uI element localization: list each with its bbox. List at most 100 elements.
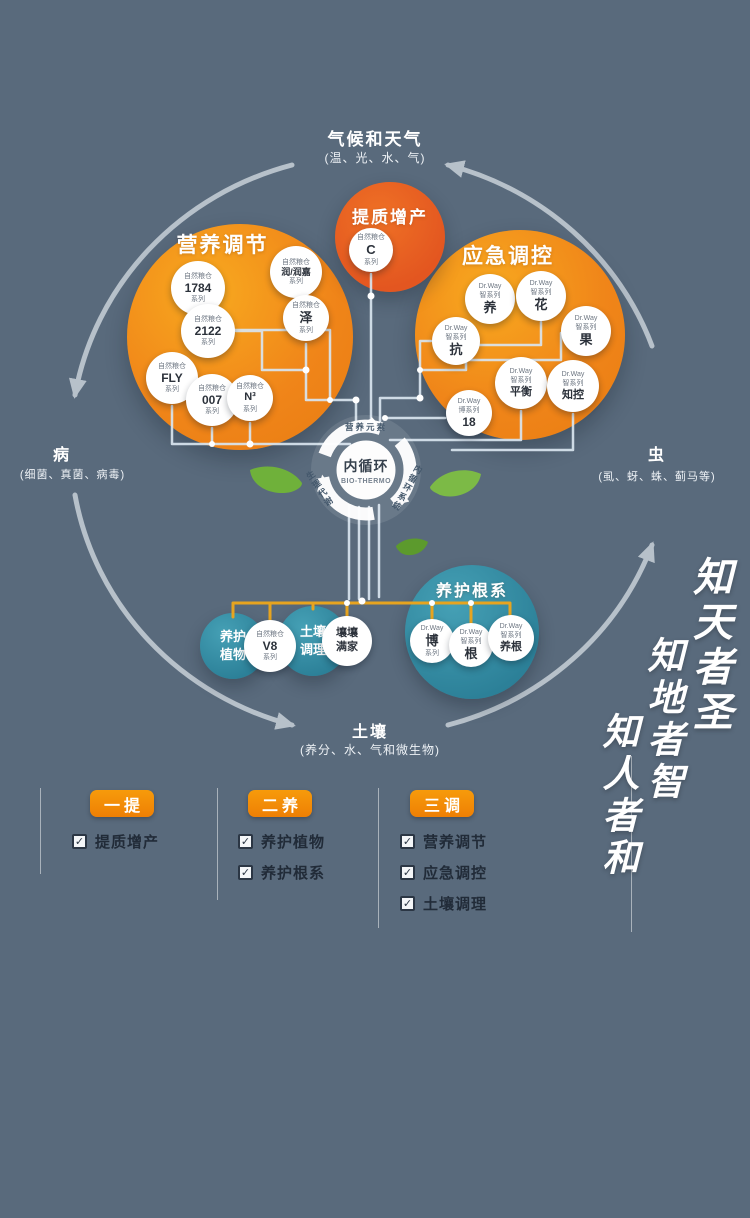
legend-item-label: 提质增产 bbox=[95, 834, 160, 851]
cycle-node-disease: 病 bbox=[52, 447, 71, 464]
product-brand: Dr.Way bbox=[457, 397, 481, 405]
legend-item: ✓ 营养调节 bbox=[400, 831, 550, 852]
product-brand: 自然粮仓 bbox=[184, 272, 212, 280]
product-brand: 自然粮仓 bbox=[357, 234, 385, 242]
product-circle-bo: Dr.Way 博 系列 bbox=[410, 619, 454, 663]
product-brand: 自然粮仓 bbox=[236, 383, 264, 391]
leaf-small-icon bbox=[396, 538, 428, 556]
product-suffix: 系列 bbox=[201, 339, 215, 347]
product-brand: 自然粮仓 bbox=[198, 384, 226, 392]
emergency-title: 应急调控 bbox=[462, 245, 554, 268]
product-circle-18: Dr.Way 博系列 18 bbox=[446, 390, 492, 436]
product-series: 智系列 bbox=[479, 292, 501, 300]
product-series: 智系列 bbox=[510, 377, 532, 385]
leaf-right-icon bbox=[430, 470, 481, 497]
legend-item: ✓ 提质增产 bbox=[72, 831, 222, 852]
quality-group-circle bbox=[335, 182, 445, 292]
legend-divider bbox=[40, 788, 41, 874]
product-series: 智系列 bbox=[460, 638, 482, 646]
cycle-arc-left-to-bottom bbox=[72, 492, 296, 730]
product-brand: 自然粮仓 bbox=[256, 630, 284, 638]
cycle-node-insect-subtitle: (虱、蚜、蛛、蓟马等) bbox=[598, 471, 716, 483]
product-brand: Dr.Way bbox=[529, 280, 553, 288]
product-suffix: 系列 bbox=[289, 278, 303, 286]
product-name: 抗 bbox=[449, 342, 463, 358]
product-name: 根 bbox=[464, 646, 478, 662]
checkbox-checked-icon: ✓ bbox=[400, 865, 415, 880]
product-circle-yanggen: Dr.Way 智系列 养根 bbox=[488, 615, 534, 661]
product-brand: 自然粮仓 bbox=[158, 362, 186, 370]
product-circle-pingheng: Dr.Way 智系列 平衡 bbox=[495, 357, 547, 409]
product-brand: 自然粮仓 bbox=[282, 258, 310, 266]
product-name: 养 bbox=[483, 300, 497, 316]
inner-cycle-subtitle: BIO-THERMO bbox=[340, 478, 392, 485]
cycle-node-soil-subtitle: (养分、水、气和微生物) bbox=[300, 743, 440, 757]
product-suffix: 系列 bbox=[165, 386, 179, 394]
product-circle-c: 自然粮仓 C 系列 bbox=[349, 228, 393, 272]
product-suffix: 系列 bbox=[263, 654, 277, 662]
legend-item-label: 养护植物 bbox=[261, 834, 326, 851]
legend-item-label: 营养调节 bbox=[423, 834, 488, 851]
product-name: N³ bbox=[244, 391, 256, 404]
product-circle-kang: Dr.Way 智系列 抗 bbox=[432, 317, 480, 365]
legend-item: ✓ 养护根系 bbox=[238, 862, 388, 883]
product-series: 智系列 bbox=[445, 334, 467, 342]
product-series: 智系列 bbox=[500, 632, 522, 640]
cycle-node-climate: 气候和天气 bbox=[327, 130, 423, 149]
product-name: 2122 bbox=[194, 323, 222, 338]
checkbox-checked-icon: ✓ bbox=[400, 896, 415, 911]
legend-item: ✓ 养护植物 bbox=[238, 831, 388, 852]
calligraphy-divider bbox=[631, 756, 632, 932]
checkbox-checked-icon: ✓ bbox=[400, 834, 415, 849]
product-name: 润/润嘉 bbox=[281, 266, 311, 277]
inner-cycle-label: 内循环 BIO-THERMO bbox=[336, 456, 396, 485]
legend-button-eryang: 二养 bbox=[248, 790, 312, 817]
checkbox-checked-icon: ✓ bbox=[238, 834, 253, 849]
product-brand: Dr.Way bbox=[509, 368, 533, 376]
product-circle-run-runjia: 自然粮仓 润/润嘉 系列 bbox=[270, 246, 322, 298]
product-suffix: 系列 bbox=[299, 326, 313, 334]
legend-section-santiao: 三调 ✓ 营养调节 ✓ 应急调控 ✓ 土壤调理 bbox=[400, 790, 550, 914]
product-circle-zhikong: Dr.Way 智系列 知控 bbox=[547, 360, 599, 412]
product-name: 泽 bbox=[299, 310, 313, 326]
quality-title: 提质增产 bbox=[352, 208, 428, 227]
product-name: V8 bbox=[262, 638, 278, 653]
product-brand: Dr.Way bbox=[478, 283, 502, 291]
calligraphy-line-1: 知天者圣 bbox=[686, 556, 733, 736]
cycle-node-insect: 虫 bbox=[647, 447, 666, 464]
product-name: 壤壤满家 bbox=[336, 627, 358, 653]
product-circle-n3: 自然粮仓 N³ 系列 bbox=[227, 375, 273, 421]
product-brand: Dr.Way bbox=[574, 315, 598, 323]
legend-section-eryang: 二养 ✓ 养护植物 ✓ 养护根系 bbox=[238, 790, 388, 883]
product-circle-ze: 自然粮仓 泽 系列 bbox=[283, 295, 329, 341]
product-circle-hua: Dr.Way 智系列 花 bbox=[516, 271, 566, 321]
legend-item-label: 土壤调理 bbox=[423, 896, 488, 913]
product-suffix: 系列 bbox=[205, 408, 219, 416]
product-suffix: 系列 bbox=[425, 649, 439, 657]
legend-item: ✓ 应急调控 bbox=[400, 862, 550, 883]
leaf-left-icon bbox=[250, 466, 302, 494]
product-name: 花 bbox=[534, 297, 548, 313]
product-circle-v8: 自然粮仓 V8 系列 bbox=[244, 620, 296, 672]
product-brand: Dr.Way bbox=[459, 629, 483, 637]
product-suffix: 系列 bbox=[243, 405, 257, 413]
legend-item-label: 应急调控 bbox=[423, 865, 488, 882]
product-circle-gen: Dr.Way 智系列 根 bbox=[449, 623, 493, 667]
legend-divider bbox=[217, 788, 218, 900]
checkbox-checked-icon: ✓ bbox=[72, 834, 87, 849]
legend-button-yiti: 一提 bbox=[90, 790, 154, 817]
ring-label-physiology: 生理代谢 bbox=[304, 468, 336, 510]
product-name: 养根 bbox=[500, 640, 522, 653]
cycle-node-soil: 土壤 bbox=[351, 724, 388, 741]
product-name: 果 bbox=[579, 332, 593, 348]
product-name: 007 bbox=[201, 392, 223, 407]
product-suffix: 系列 bbox=[191, 296, 205, 304]
product-brand: Dr.Way bbox=[444, 325, 468, 333]
soil-care-title: 土壤调理 bbox=[299, 624, 326, 657]
inner-cycle-title: 内循环 bbox=[343, 458, 389, 474]
legend-item-label: 养护根系 bbox=[261, 865, 326, 882]
product-circle-2122: 自然粮仓 2122 系列 bbox=[181, 304, 235, 358]
product-series: 智系列 bbox=[562, 380, 584, 388]
product-brand: 自然粮仓 bbox=[194, 315, 222, 323]
